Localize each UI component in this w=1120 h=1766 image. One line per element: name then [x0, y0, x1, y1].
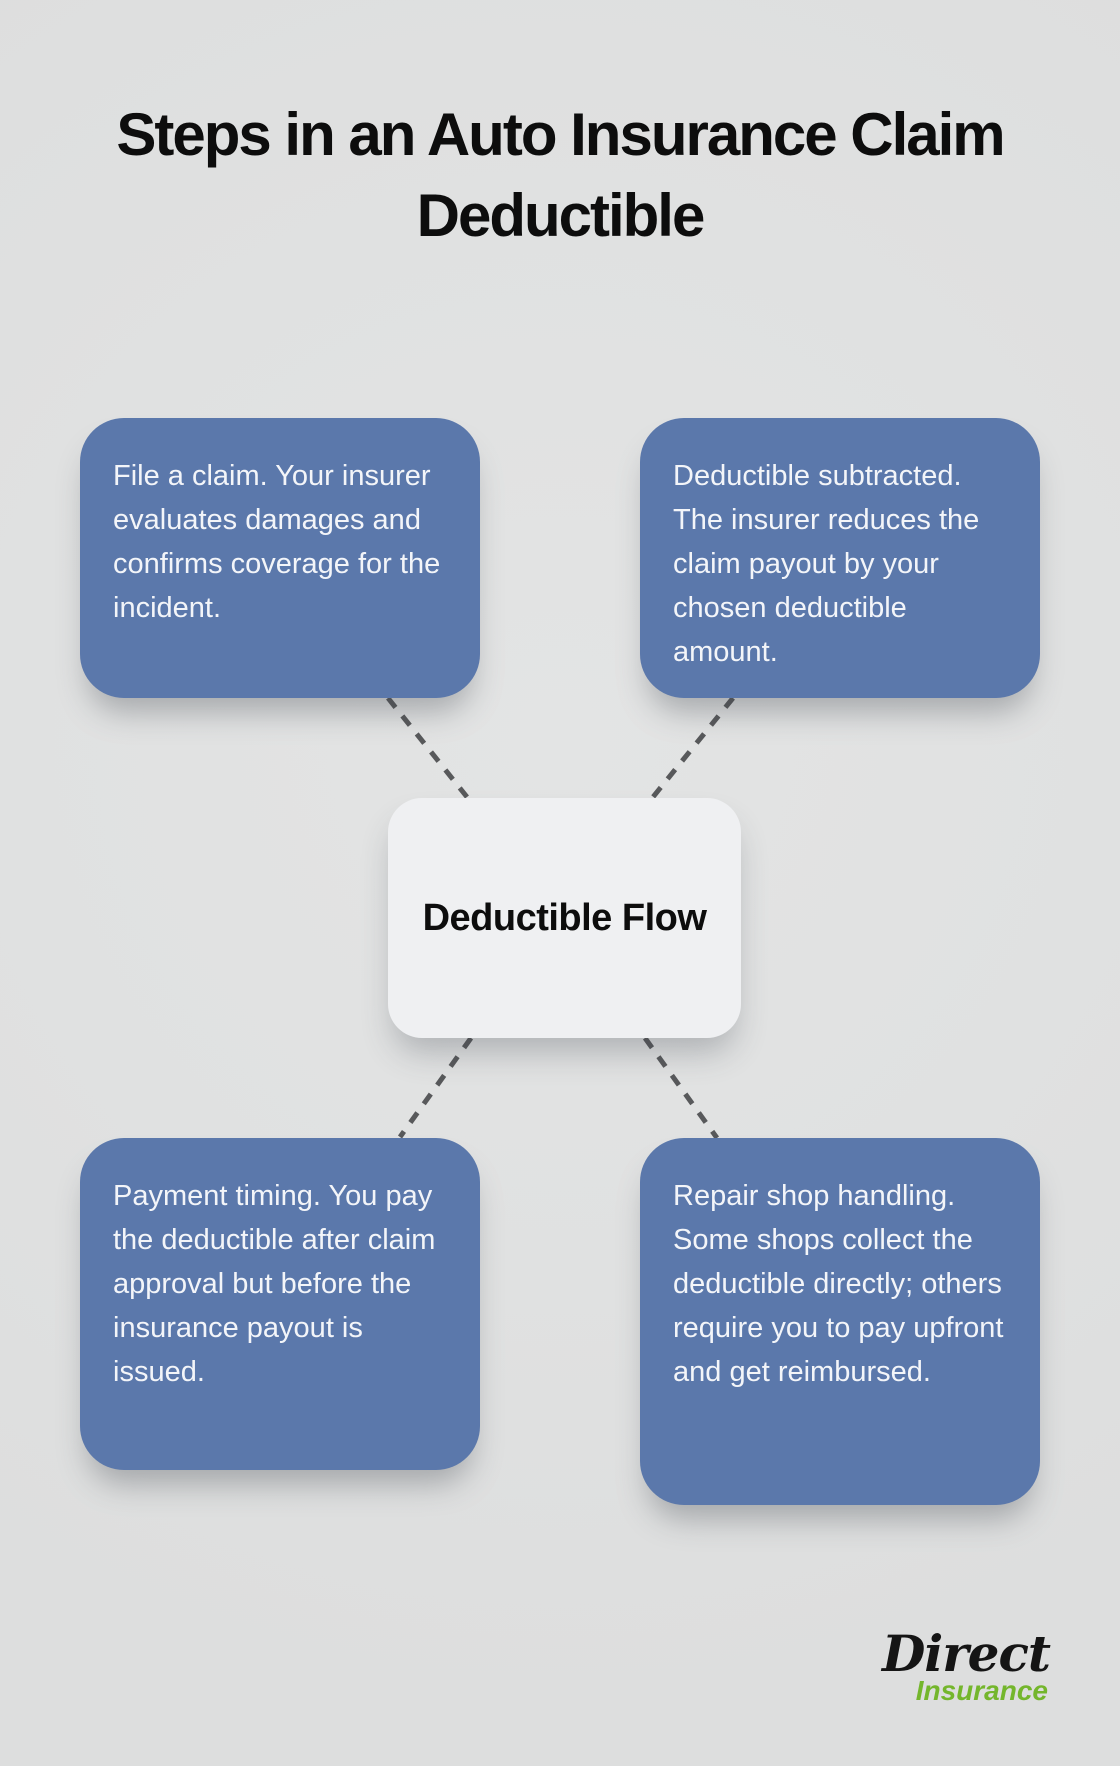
step-text-deductible-subtracted: Deductible subtracted. The insurer reduc… — [673, 460, 980, 668]
connector-bottom-left — [397, 1036, 474, 1139]
step-text-payment-timing: Payment timing. You pay the deductible a… — [113, 1180, 436, 1388]
step-box-deductible-subtracted: Deductible subtracted. The insurer reduc… — [640, 418, 1040, 698]
direct-insurance-logo: Direct Insurance — [881, 1624, 1051, 1706]
step-text-file-claim: File a claim. Your insurer evaluates dam… — [113, 460, 441, 624]
logo-primary-text: Direct — [881, 1624, 1051, 1683]
step-box-payment-timing: Payment timing. You pay the deductible a… — [80, 1138, 480, 1470]
step-box-repair-shop: Repair shop handling. Some shops collect… — [640, 1138, 1040, 1505]
center-node: Deductible Flow — [388, 798, 741, 1038]
step-box-file-claim: File a claim. Your insurer evaluates dam… — [80, 418, 480, 698]
logo-secondary-text: Insurance — [915, 1675, 1048, 1706]
center-node-label: Deductible Flow — [422, 896, 707, 939]
connector-top-left — [386, 696, 469, 799]
connector-top-right — [651, 696, 735, 799]
step-text-repair-shop: Repair shop handling. Some shops collect… — [673, 1180, 1004, 1388]
page-title: Steps in an Auto Insurance Claim Deducti… — [116, 101, 1005, 249]
connector-bottom-right — [642, 1036, 720, 1140]
